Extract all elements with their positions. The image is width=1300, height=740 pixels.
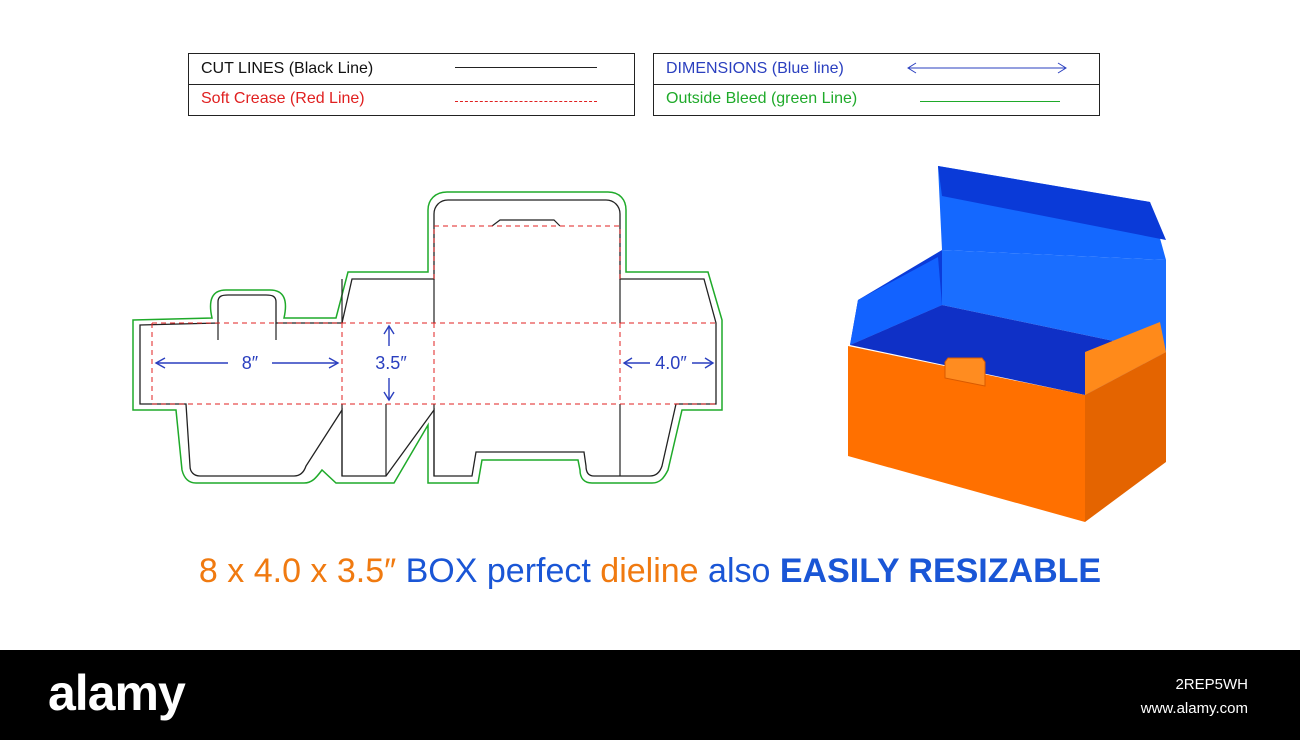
internal-cut-lines xyxy=(217,219,621,476)
dimension-arrow-swatch xyxy=(907,62,1067,74)
legend-row-soft-crease: Soft Crease (Red Line) xyxy=(189,84,634,113)
legend-row-outside-bleed: Outside Bleed (green Line) xyxy=(654,84,1099,113)
dimension-label-length: 8″ xyxy=(242,353,259,373)
legend-box-left: CUT LINES (Black Line) Soft Crease (Red … xyxy=(188,53,635,116)
cut-line-swatch xyxy=(455,67,597,68)
box-right-end-flap xyxy=(1085,322,1166,395)
legend-label-dimensions: DIMENSIONS (Blue line) xyxy=(666,59,844,77)
box-front-face xyxy=(848,346,1085,522)
box-lid-top-band xyxy=(938,166,1166,240)
footer-site: www.alamy.com xyxy=(1140,700,1248,717)
bleed-outline xyxy=(132,191,723,484)
box-3d-illustration xyxy=(848,166,1166,522)
dimension-label-height: 3.5″ xyxy=(375,353,407,373)
footer-image-id: 2REP5WH xyxy=(1175,676,1248,693)
dimension-arrows xyxy=(154,324,715,402)
headline-easily-resizable: EASILY RESIZABLE xyxy=(780,552,1101,590)
headline-also: also xyxy=(708,552,771,590)
dimension-label-width: 4.0″ xyxy=(655,353,687,373)
headline-dieline: dieline xyxy=(600,552,699,590)
box-inner-back-wall xyxy=(942,250,1166,352)
headline-dimensions: 8 x 4.0 x 3.5″ xyxy=(198,552,397,590)
cut-outline xyxy=(139,199,717,477)
headline: 8 x 4.0 x 3.5″ BOX perfect dieline also … xyxy=(0,552,1300,591)
dieline-diagram: 8″ 3.5″ 4.0″ xyxy=(132,166,1166,522)
footer-bar: alamy 2REP5WH www.alamy.com xyxy=(0,650,1300,740)
box-left-end-flap xyxy=(850,257,942,345)
bleed-line-swatch xyxy=(920,101,1060,102)
crease-lines xyxy=(151,225,716,405)
legend-row-cut-lines: CUT LINES (Black Line) xyxy=(189,54,634,83)
legend-label-cut-lines: CUT LINES (Black Line) xyxy=(201,59,374,77)
legend-label-outside-bleed: Outside Bleed (green Line) xyxy=(666,90,858,107)
crease-line-swatch xyxy=(455,101,597,102)
box-right-face xyxy=(1085,352,1166,522)
legend-box-right: DIMENSIONS (Blue line) Outside Bleed (gr… xyxy=(653,53,1100,116)
footer-logo: alamy xyxy=(48,665,186,721)
headline-box-perfect: BOX perfect xyxy=(405,552,591,590)
headline-easily-resizable-text: EASILY RESIZABLE xyxy=(779,552,1102,590)
legend-label-soft-crease: Soft Crease (Red Line) xyxy=(201,90,365,107)
legend-row-dimensions: DIMENSIONS (Blue line) xyxy=(654,54,1099,83)
box-front-tab xyxy=(944,357,986,387)
